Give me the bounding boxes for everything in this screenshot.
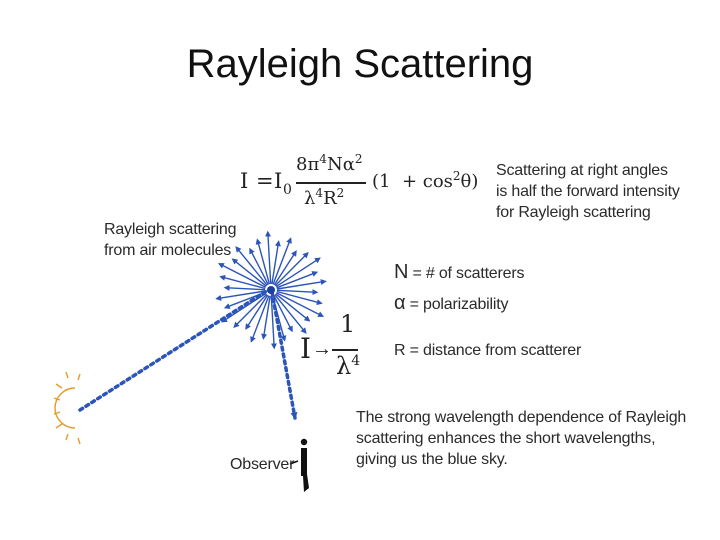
definition-alpha: α = polarizability <box>394 293 508 315</box>
observer-label: Observer <box>230 456 295 473</box>
scattered-ray <box>275 257 321 288</box>
prop-fraction-bar <box>332 349 358 351</box>
angular-factor: (1 + cos2θ) <box>372 169 478 192</box>
ray-to-observer <box>270 290 298 420</box>
factor-exp: 2 <box>452 169 461 183</box>
prop-den-exp: 4 <box>351 353 361 369</box>
r-definition: R = distance from scatterer <box>394 342 582 359</box>
scattered-ray <box>270 295 277 350</box>
proportionality-relation: I → 1 λ4 <box>300 310 380 382</box>
den-main: λ <box>304 188 316 209</box>
alpha-symbol: α <box>394 292 406 314</box>
prop-intensity: I <box>300 332 312 365</box>
scattered-ray <box>276 279 327 290</box>
strong-line-3: giving us the blue sky. <box>356 451 508 468</box>
prop-arrow: → <box>312 338 332 360</box>
scattered-rays <box>215 230 327 350</box>
scattered-ray <box>233 293 268 328</box>
scattered-ray <box>217 263 266 288</box>
scattered-ray <box>273 294 293 333</box>
den-exp2: 2 <box>336 186 345 200</box>
air-line-2: from air molecules <box>104 242 232 259</box>
observer-pointer <box>289 460 299 465</box>
scattered-ray <box>215 290 266 301</box>
scattered-ray <box>276 290 323 306</box>
factor-plus: + cos <box>401 171 453 192</box>
factor-open: (1 <box>372 171 391 192</box>
intensity-formula: I = I 0 8π4Nα2 λ4R2 (1 + cos2θ) <box>240 152 478 230</box>
wavelength-dependence-note: The strong wavelength dependence of Rayl… <box>356 407 686 470</box>
scattered-ray <box>276 271 319 289</box>
scattered-ray <box>231 258 267 287</box>
scattered-ray <box>261 295 271 340</box>
scattered-ray <box>271 240 281 285</box>
formula-numerator: 8π4Nα2 <box>296 152 362 175</box>
formula-i0-sub: 0 <box>283 182 292 198</box>
scattered-ray <box>221 292 267 323</box>
scattered-ray <box>250 295 270 343</box>
scattered-ray <box>274 294 307 334</box>
scatterer-molecule <box>267 286 275 294</box>
scattered-ray <box>235 246 268 286</box>
right-angle-note: Scattering at right angles is half the f… <box>496 160 680 223</box>
prop-denominator: λ4 <box>336 352 360 380</box>
right-angle-line-3: for Rayleigh scattering <box>496 204 651 221</box>
n-symbol: N <box>394 261 409 283</box>
scattered-ray <box>275 293 311 322</box>
observer-figure-icon <box>300 438 309 492</box>
scattered-ray <box>265 230 272 285</box>
air-molecules-label: Rayleigh scattering from air molecules <box>104 219 236 261</box>
formula-lhs: I <box>240 169 249 193</box>
scattered-ray <box>274 252 309 287</box>
strong-line-2: scattering enhances the short wavelength… <box>356 430 656 447</box>
right-angle-line-2: is half the forward intensity <box>496 183 680 200</box>
sun-icon <box>53 371 81 445</box>
page-title: Rayleigh Scattering <box>186 42 534 86</box>
den-exp1: 4 <box>315 186 324 200</box>
factor-close: θ) <box>460 171 479 192</box>
scattered-ray <box>219 274 266 290</box>
definition-r: R = distance from scatterer <box>394 340 581 361</box>
num-mid: Nα <box>326 154 355 175</box>
scattered-ray <box>255 238 271 285</box>
right-angle-line-1: Scattering at right angles <box>496 162 668 179</box>
definition-n: N = # of scatterers <box>394 262 524 284</box>
scattered-ray <box>249 247 269 286</box>
incoming-sunlight-ray <box>78 288 270 412</box>
num-exp1: 4 <box>319 152 327 166</box>
scattered-ray <box>272 237 292 285</box>
formula-denominator: λ4R2 <box>304 186 344 209</box>
num-main: 8π <box>296 154 320 175</box>
scattered-ray <box>276 289 319 296</box>
air-line-1: Rayleigh scattering <box>104 221 237 238</box>
scattered-ray <box>223 284 266 291</box>
fraction-bar <box>296 182 366 184</box>
n-definition: = # of scatterers <box>412 265 525 282</box>
alpha-definition: = polarizability <box>409 296 509 313</box>
prop-den-lambda: λ <box>336 352 352 380</box>
den-mid: R <box>323 188 337 209</box>
scattered-ray <box>276 292 325 317</box>
num-exp2: 2 <box>354 152 363 166</box>
scattered-ray <box>273 250 297 286</box>
scattered-ray <box>245 294 269 330</box>
formula-i0: I <box>274 169 283 193</box>
strong-line-1: The strong wavelength dependence of Rayl… <box>356 409 687 426</box>
formula-equals: = <box>256 169 274 193</box>
prop-numerator: 1 <box>340 310 356 338</box>
